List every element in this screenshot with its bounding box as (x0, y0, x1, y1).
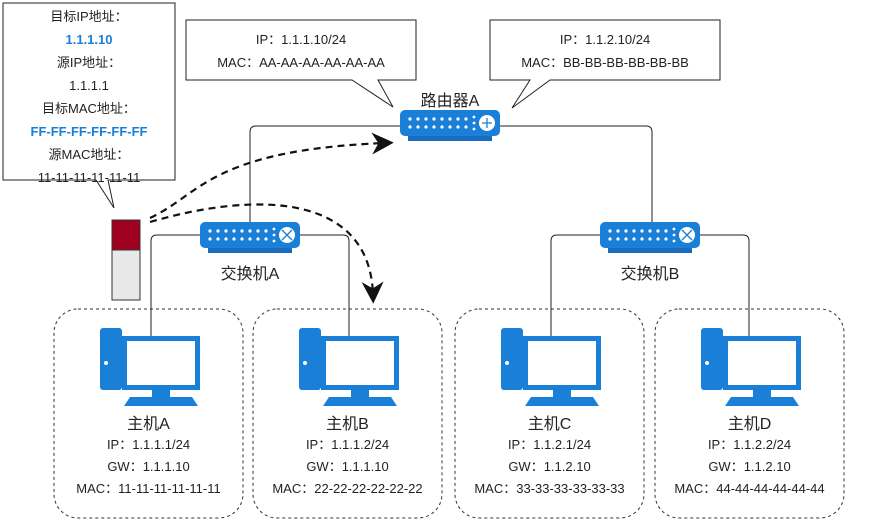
arrow-to-host-b (149, 203, 384, 304)
host-a-ip: IP：1.1.1.1/24 (106, 437, 191, 452)
callout-dst-mac-label: 目标MAC地址： (42, 101, 136, 116)
router-if2-callout: IP：1.1.2.10/24 MAC：BB-BB-BB-BB-BB-BB (490, 28, 720, 74)
switch-a-label: 交换机A (220, 266, 280, 283)
router-if2-mac: MAC：BB-BB-BB-BB-BB-BB (521, 55, 689, 70)
router-if1-mac: MAC：AA-AA-AA-AA-AA-AA (217, 55, 385, 70)
host-b-name: 主机B (326, 416, 369, 433)
host-group-b (252, 308, 443, 519)
router-label: 路由器A (420, 93, 480, 110)
host-b-gw: GW：1.1.1.10 (306, 459, 389, 474)
host-d-mac: MAC：44-44-44-44-44-44 (674, 481, 825, 496)
packet-header (111, 219, 141, 251)
host-c-ip: IP：1.1.2.1/24 (507, 437, 592, 452)
host-d-pc-icon[interactable] (701, 328, 801, 406)
link-switch-b-host-d (700, 234, 750, 338)
packet-body (111, 249, 141, 301)
host-group-d (654, 308, 845, 519)
host-c-gw: GW：1.1.2.10 (508, 459, 591, 474)
callout-src-ip-label: 源IP地址： (56, 55, 122, 70)
host-a-info: 主机A IP：1.1.1.1/24 GW：1.1.1.10 MAC：11-11-… (54, 410, 243, 500)
link-switch-a-host-b (300, 234, 350, 338)
host-b-info: 主机B IP：1.1.1.2/24 GW：1.1.1.10 MAC：22-22-… (253, 410, 442, 500)
link-router-switch-b (500, 125, 653, 222)
host-c-pc-icon[interactable] (501, 328, 601, 406)
callout-dst-mac-value: FF-FF-FF-FF-FF-FF (30, 124, 148, 139)
switch-b-icon[interactable] (600, 222, 700, 253)
host-b-mac: MAC：22-22-22-22-22-22 (272, 481, 423, 496)
callout-src-mac-value: 11-11-11-11-11-11 (37, 170, 141, 185)
callout-dst-ip-label: 目标IP地址： (50, 9, 128, 24)
arrow-to-router (149, 132, 394, 219)
link-switch-b-host-c (550, 234, 600, 338)
host-d-ip: IP：1.1.2.2/24 (707, 437, 792, 452)
switch-a-icon[interactable] (200, 222, 300, 253)
links (150, 125, 750, 338)
link-router-switch-a (249, 125, 400, 222)
host-a-pc-icon[interactable] (100, 328, 200, 406)
callout-src-ip-value: 1.1.1.1 (69, 78, 109, 93)
callout-src-mac-label: 源MAC地址： (48, 147, 130, 162)
host-group-c (454, 308, 645, 519)
router-if2-ip: IP：1.1.2.10/24 (559, 32, 651, 47)
callout-dst-ip-value: 1.1.1.10 (65, 32, 113, 47)
host-b-pc-icon[interactable] (299, 328, 399, 406)
host-d-info: 主机D IP：1.1.2.2/24 GW：1.1.2.10 MAC：44-44-… (655, 410, 844, 500)
router-icon[interactable] (400, 110, 500, 141)
host-a-gw: GW：1.1.1.10 (107, 459, 190, 474)
router-if2-callout-box (489, 19, 721, 109)
router-if1-callout: IP：1.1.1.10/24 MAC：AA-AA-AA-AA-AA-AA (186, 28, 416, 74)
host-c-mac: MAC：33-33-33-33-33-33 (474, 481, 625, 496)
host-group-a (53, 308, 244, 519)
router-if1-callout-box (185, 19, 417, 108)
link-switch-a-host-a (150, 234, 200, 338)
host-d-name: 主机D (727, 416, 772, 433)
host-c-name: 主机C (527, 416, 572, 433)
packet-callout-box (2, 2, 176, 209)
router-if1-ip: IP：1.1.1.10/24 (255, 32, 347, 47)
host-c-info: 主机C IP：1.1.2.1/24 GW：1.1.2.10 MAC：33-33-… (455, 410, 644, 500)
host-b-ip: IP：1.1.1.2/24 (305, 437, 390, 452)
host-d-gw: GW：1.1.2.10 (708, 459, 791, 474)
host-a-name: 主机A (127, 416, 170, 433)
packet-callout: 目标IP地址： 1.1.1.10 源IP地址： 1.1.1.1 目标MAC地址：… (3, 5, 175, 189)
host-a-mac: MAC：11-11-11-11-11-11 (76, 481, 221, 496)
switch-b-label: 交换机B (620, 266, 680, 283)
